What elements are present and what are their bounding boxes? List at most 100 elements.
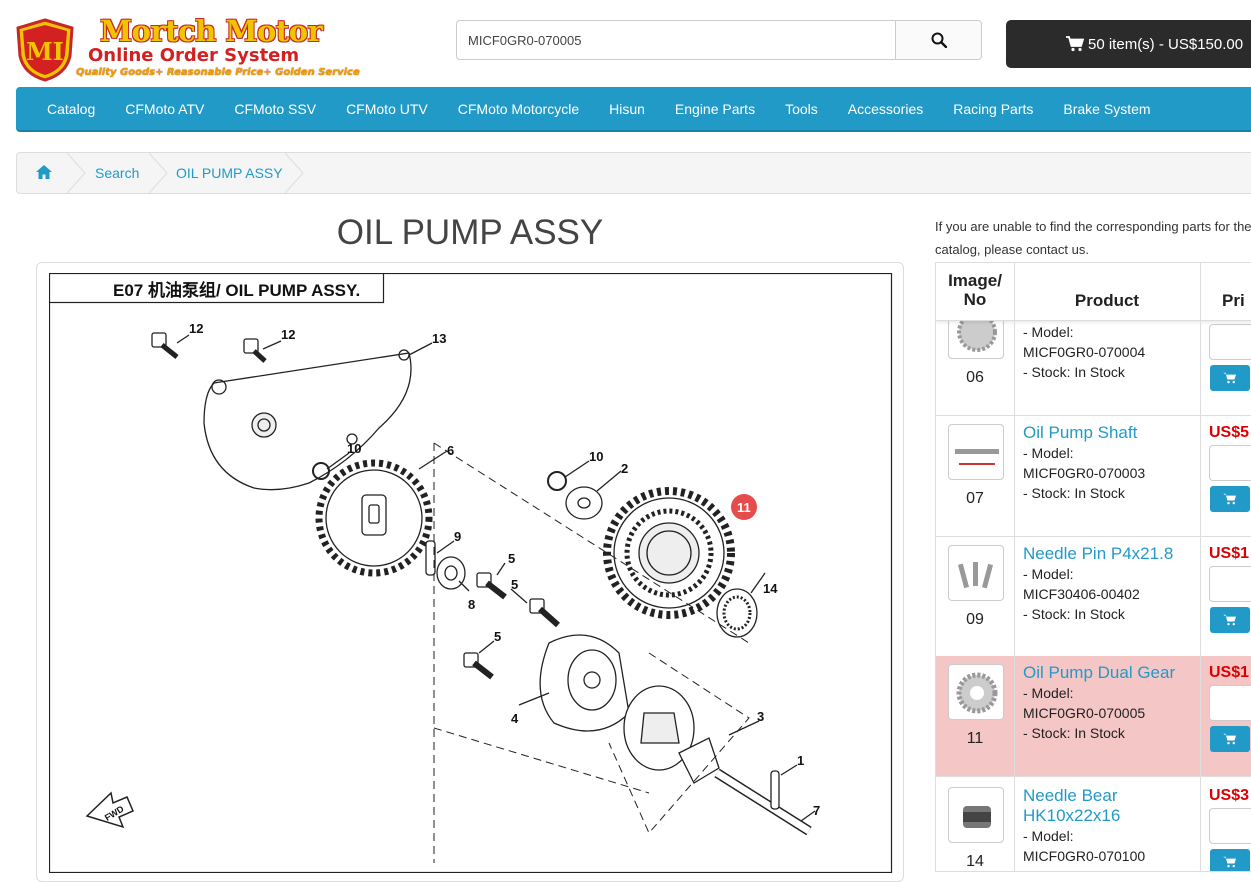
search-button[interactable] bbox=[895, 21, 981, 59]
quantity-input[interactable] bbox=[1209, 566, 1251, 602]
part-number: 14 bbox=[966, 853, 984, 870]
badge-text: MI bbox=[26, 37, 64, 66]
table-row: 14 Needle Bear HK10x22x16 - Model: MICF0… bbox=[936, 779, 1251, 871]
nav-item-cfmoto-utv[interactable]: CFMoto UTV bbox=[346, 100, 428, 117]
callout-9: 9 bbox=[454, 529, 461, 544]
main-nav: Catalog CFMoto ATV CFMoto SSV CFMoto UTV… bbox=[16, 87, 1251, 132]
table-row: 06 - Model: MICF0GR0-070004 - Stock: In … bbox=[936, 295, 1251, 416]
breadcrumb-current[interactable]: OIL PUMP ASSY bbox=[176, 165, 283, 181]
price: US$3 bbox=[1209, 787, 1250, 804]
breadcrumb: Search OIL PUMP ASSY bbox=[16, 152, 1251, 194]
callout-7: 7 bbox=[813, 803, 820, 818]
cart-icon bbox=[1223, 493, 1236, 505]
model-value: MICF0GR0-070005 bbox=[1023, 705, 1146, 721]
cart-icon bbox=[1066, 36, 1084, 52]
brand-subtitle: Online Order System bbox=[88, 45, 300, 66]
part-number: 07 bbox=[966, 490, 984, 507]
exploded-parts-diagram: E07 机油泵组/ OIL PUMP ASSY. bbox=[49, 273, 893, 873]
diagram-header-box bbox=[49, 273, 385, 304]
quantity-input[interactable] bbox=[1209, 324, 1251, 360]
site-logo[interactable]: MI Mortch Motor Online Order System Qual… bbox=[16, 14, 360, 82]
callout-13: 13 bbox=[432, 331, 446, 346]
callout-12a: 12 bbox=[189, 321, 203, 336]
nav-item-cfmoto-atv[interactable]: CFMoto ATV bbox=[125, 100, 205, 117]
product-name-link[interactable]: Oil Pump Shaft bbox=[1023, 423, 1138, 442]
table-header: Image/ No Product Pri bbox=[936, 263, 1251, 321]
callout-14: 14 bbox=[763, 581, 778, 596]
stock-status: - Stock: In Stock bbox=[1023, 725, 1125, 741]
search-icon bbox=[931, 32, 947, 48]
cart-icon bbox=[1223, 372, 1236, 384]
search-box bbox=[456, 20, 982, 60]
model-label: - Model: bbox=[1023, 685, 1074, 701]
product-thumbnail[interactable] bbox=[948, 545, 1004, 601]
nav-item-cfmoto-motorcycle[interactable]: CFMoto Motorcycle bbox=[457, 100, 580, 117]
callout-6: 6 bbox=[447, 443, 454, 458]
quantity-input[interactable] bbox=[1209, 445, 1251, 481]
stock-status: - Stock: In Stock bbox=[1023, 485, 1125, 501]
nav-item-cfmoto-ssv[interactable]: CFMoto SSV bbox=[234, 100, 317, 117]
table-row-selected: 11 Oil Pump Dual Gear - Model: MICF0GR0-… bbox=[936, 656, 1251, 777]
add-to-cart-button[interactable] bbox=[1210, 607, 1250, 633]
breadcrumb-search[interactable]: Search bbox=[95, 165, 140, 181]
cart-button[interactable]: 50 item(s) - US$150.00 bbox=[1006, 20, 1251, 68]
callout-8: 8 bbox=[468, 597, 475, 612]
breadcrumb-separator bbox=[285, 153, 304, 193]
cart-icon bbox=[1223, 733, 1236, 745]
callout-2: 2 bbox=[621, 461, 628, 476]
callout-12b: 12 bbox=[281, 327, 295, 342]
model-label: - Model: bbox=[1023, 445, 1074, 461]
diagram-header: E07 机油泵组/ OIL PUMP ASSY. bbox=[113, 280, 360, 300]
callout-10a: 10 bbox=[347, 441, 361, 456]
callout-1: 1 bbox=[797, 753, 804, 768]
stock-status: - Stock: In Stock bbox=[1023, 606, 1125, 622]
part-number: 06 bbox=[966, 369, 984, 386]
add-to-cart-button[interactable] bbox=[1210, 486, 1250, 512]
callout-5b: 5 bbox=[511, 577, 518, 592]
model-label: - Model: bbox=[1023, 566, 1074, 582]
nav-item-engine-parts[interactable]: Engine Parts bbox=[674, 100, 756, 117]
col-divider bbox=[1014, 263, 1015, 871]
add-to-cart-button[interactable] bbox=[1210, 849, 1250, 871]
breadcrumb-separator bbox=[67, 153, 86, 193]
nav-item-catalog[interactable]: Catalog bbox=[47, 100, 96, 117]
home-icon[interactable] bbox=[35, 164, 53, 180]
product-name-link[interactable]: Oil Pump Dual Gear bbox=[1023, 663, 1176, 682]
callout-11-highlight bbox=[731, 494, 757, 520]
quantity-input[interactable] bbox=[1209, 808, 1251, 844]
nav-item-tools[interactable]: Tools bbox=[785, 100, 818, 117]
cover-hole bbox=[211, 379, 227, 395]
model-label: - Model: bbox=[1023, 828, 1074, 844]
nav-item-hisun[interactable]: Hisun bbox=[609, 100, 645, 117]
page-title: OIL PUMP ASSY bbox=[336, 213, 604, 252]
price: US$1 bbox=[1209, 664, 1250, 681]
callout-4: 4 bbox=[511, 711, 519, 726]
product-name-link[interactable]: Needle Bear HK10x22x16 bbox=[1023, 786, 1121, 825]
add-to-cart-button[interactable] bbox=[1210, 726, 1250, 752]
stock-status: - Stock: In Stock bbox=[1023, 364, 1125, 380]
product-thumbnail[interactable] bbox=[948, 787, 1004, 843]
price: US$5 bbox=[1209, 424, 1250, 441]
price: US$1 bbox=[1209, 545, 1250, 562]
part-number: 09 bbox=[966, 611, 984, 628]
callout-5c: 5 bbox=[494, 629, 501, 644]
product-name-link[interactable]: Needle Pin P4x21.8 bbox=[1023, 544, 1174, 563]
nav-item-brake-system[interactable]: Brake System bbox=[1063, 100, 1151, 117]
quantity-input[interactable] bbox=[1209, 685, 1251, 721]
search-input[interactable] bbox=[457, 21, 897, 59]
model-value: MICF0GR0-070100 bbox=[1023, 848, 1146, 864]
cart-label: 50 item(s) - US$150.00 bbox=[1088, 35, 1244, 53]
model-value: MICF30406-00402 bbox=[1023, 586, 1140, 602]
brand-tagline: Quality Goods+ Reasonable Price+ Golden … bbox=[76, 67, 360, 78]
brand-name: Mortch Motor bbox=[100, 14, 323, 48]
add-to-cart-button[interactable] bbox=[1210, 365, 1250, 391]
model-value: MICF0GR0-070004 bbox=[1023, 344, 1146, 360]
model-value: MICF0GR0-070003 bbox=[1023, 465, 1146, 481]
nav-item-accessories[interactable]: Accessories bbox=[847, 100, 924, 117]
contact-info: If you are unable to find the correspond… bbox=[935, 219, 1251, 257]
product-thumbnail[interactable] bbox=[948, 664, 1004, 720]
callout-10b: 10 bbox=[589, 449, 603, 464]
product-thumbnail[interactable] bbox=[948, 424, 1004, 480]
callout-3: 3 bbox=[757, 709, 764, 724]
nav-item-racing-parts[interactable]: Racing Parts bbox=[953, 100, 1034, 117]
